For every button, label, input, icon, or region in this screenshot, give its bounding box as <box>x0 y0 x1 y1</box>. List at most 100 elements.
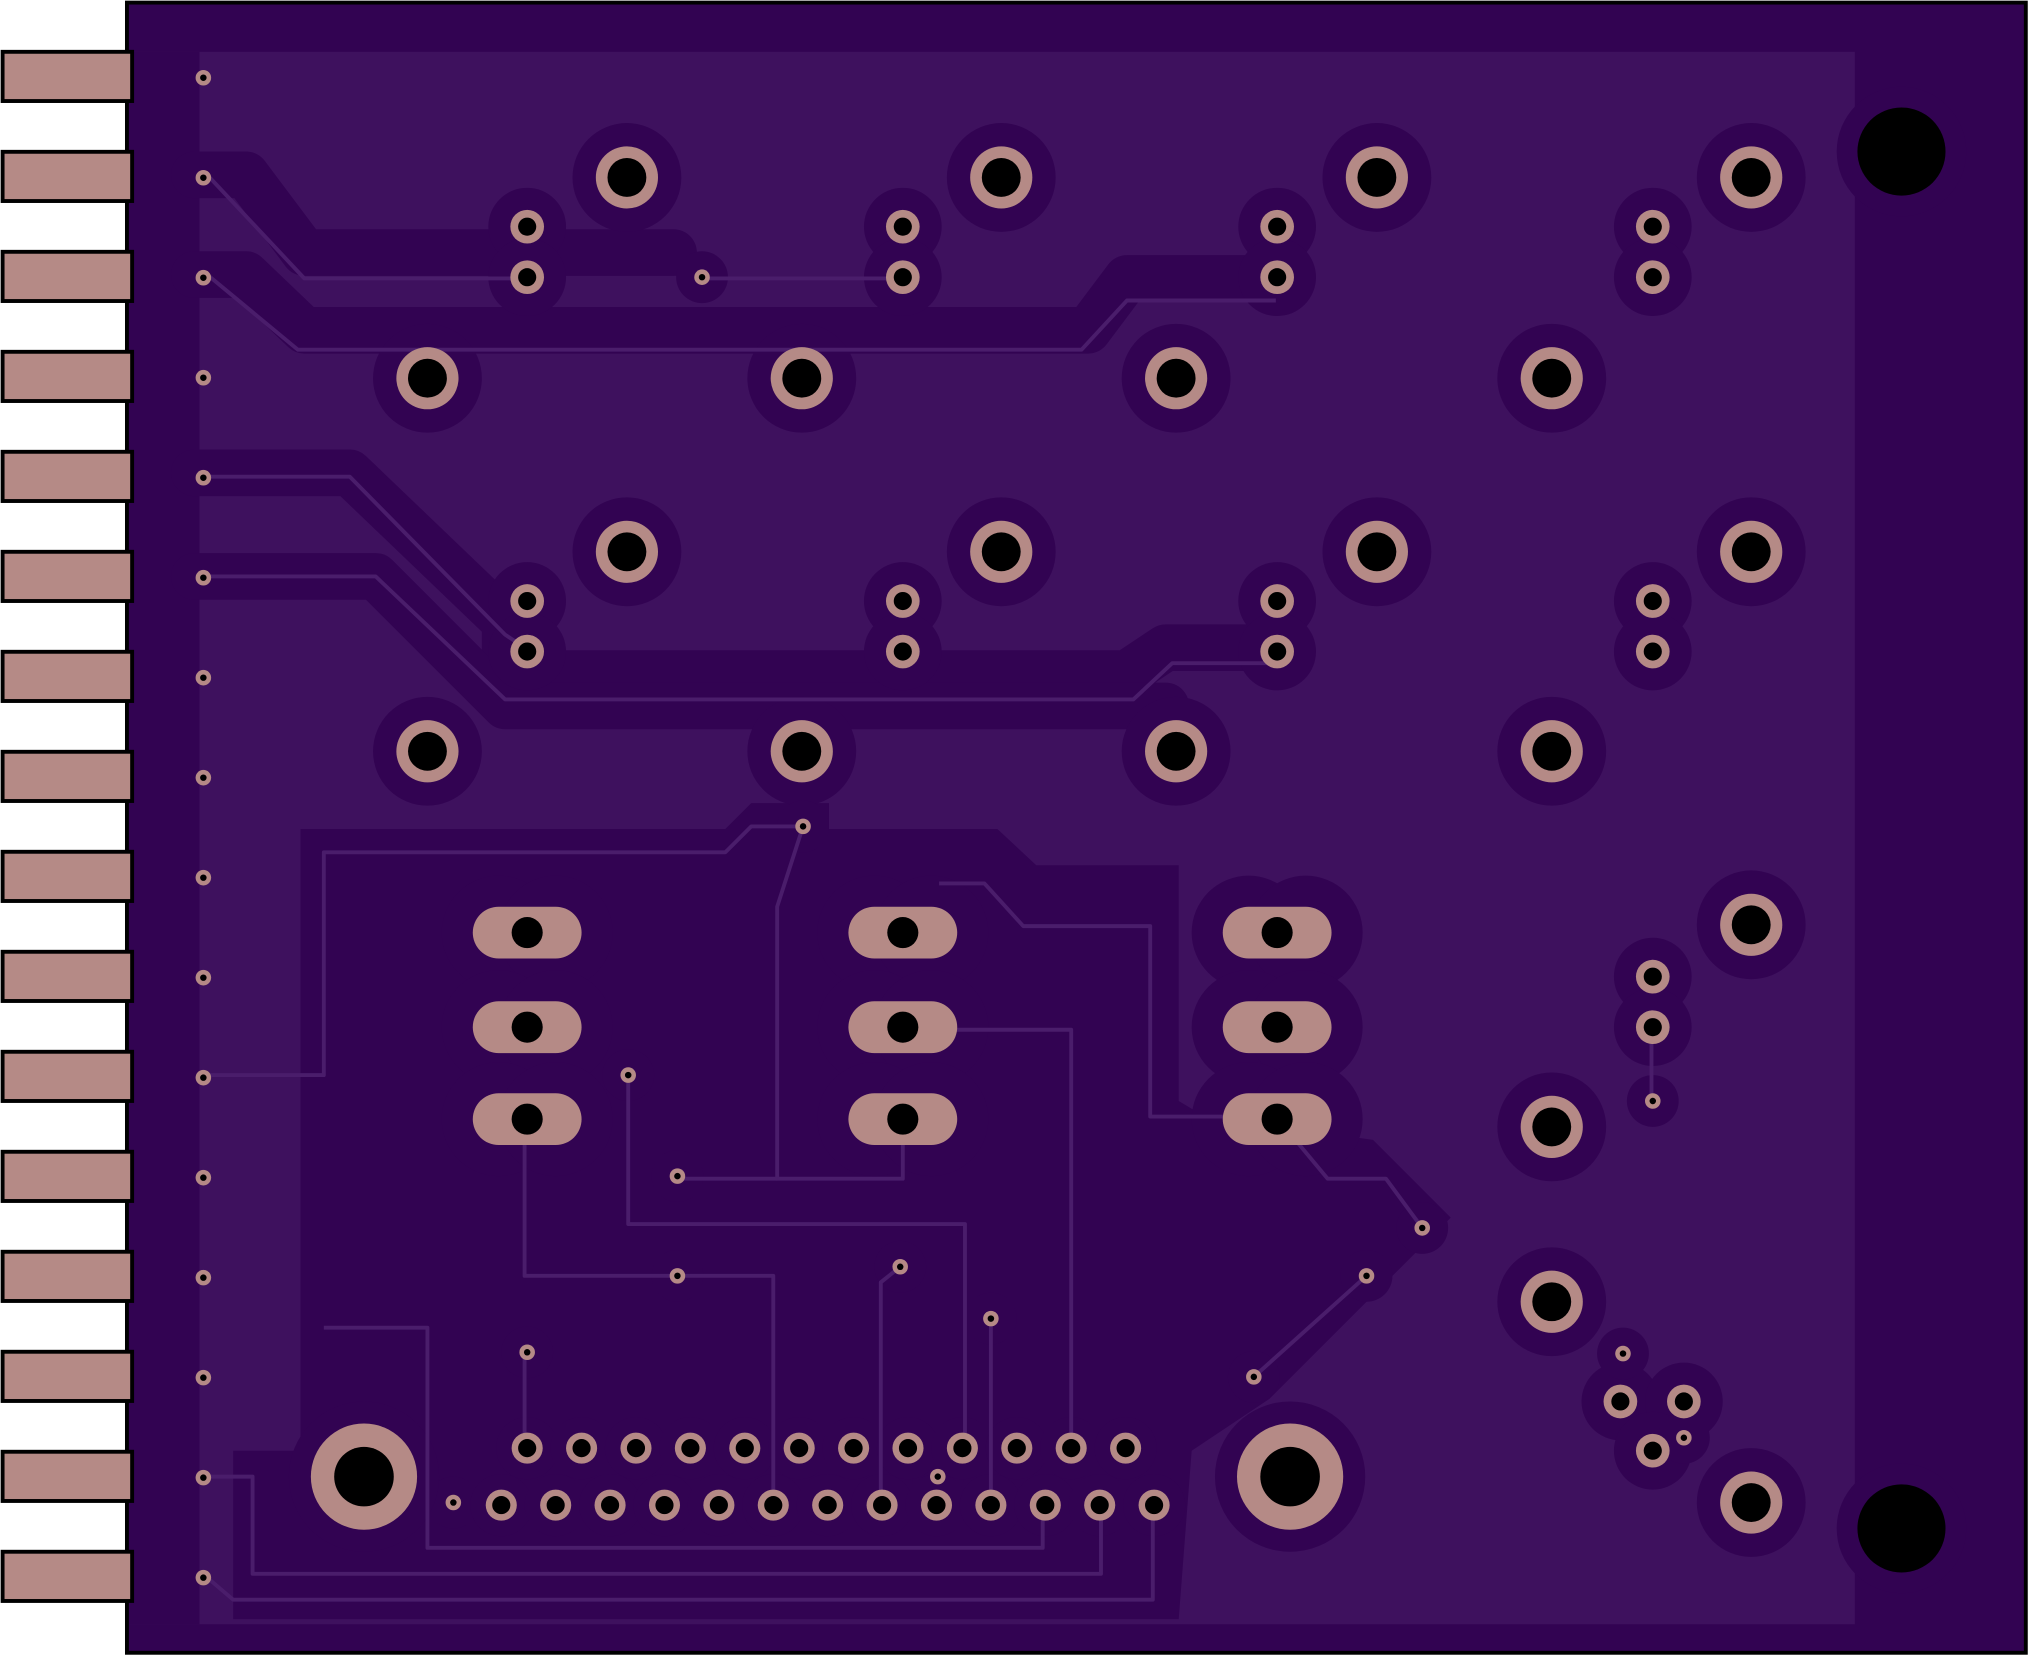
switch-r2c3-pin-2-drill <box>1268 642 1287 661</box>
header-bot-pin-1-drill <box>492 1496 511 1515</box>
switch-r4-pin-1-drill <box>1611 1392 1630 1411</box>
switch-r2c1-pad-b-drill <box>408 731 447 771</box>
trace-15 <box>939 881 1276 1119</box>
header-bot-pin-3-drill <box>601 1496 620 1515</box>
switch-r2c2-pad-b-drill <box>782 731 822 771</box>
trace-21 <box>205 1502 1155 1602</box>
switch-r1c4-pad-a-drill <box>1731 158 1771 197</box>
switch-r2c4-pin-1-drill <box>1643 591 1662 611</box>
edge-finger-3 <box>0 249 135 303</box>
header-bot-pin-8-drill <box>873 1496 892 1515</box>
header-bot-pin-12-drill <box>1090 1496 1109 1515</box>
header-top-pin-4-drill <box>681 1439 700 1458</box>
edge-finger-8 <box>0 749 135 803</box>
switch-r1c4-pin-2-drill <box>1643 268 1662 287</box>
via-5-drill <box>896 1263 904 1271</box>
mount-hole-left-drill <box>334 1446 394 1507</box>
edge-finger-12 <box>0 1149 135 1203</box>
switch-r2c2-pad-a-drill <box>981 532 1021 572</box>
edge-keepout <box>129 51 200 1625</box>
edge-finger-6 <box>0 549 135 603</box>
switch-r2c2-pin-1-drill <box>893 591 912 611</box>
switch-r1c1-pin-2-drill <box>518 268 537 287</box>
header-top-pin-1-drill <box>518 1439 537 1458</box>
via-10-drill <box>1250 1373 1258 1381</box>
header-top-pin-11-drill <box>1062 1439 1081 1458</box>
switch-r1c4-pin-1-drill <box>1643 217 1662 236</box>
switch-r2c4-pad-b-drill <box>1532 731 1572 771</box>
edge-connector <box>0 49 135 1603</box>
trace-1 <box>205 173 525 281</box>
header-bot-pin-7-drill <box>818 1496 837 1515</box>
header-bot-pin-6-drill <box>764 1496 783 1515</box>
pot-1-pin-3-drill <box>511 1103 543 1135</box>
switch-r1c3-pin-2-drill <box>1268 268 1287 287</box>
switch-r2c4-pad-a-drill <box>1731 532 1771 572</box>
switch-r2c1-pin-1-drill <box>518 591 537 611</box>
switch-r1c2-pin-2-drill <box>893 268 912 287</box>
edge-via-drill-6 <box>200 574 207 581</box>
via-r3-drill <box>1649 1097 1657 1105</box>
switch-r1c3-pin-1-drill <box>1268 217 1287 236</box>
pot-1-pin-2-drill <box>511 1011 543 1043</box>
via-2-drill <box>624 1071 632 1079</box>
switch-r3-pin-2-drill <box>1643 1018 1662 1037</box>
edge-via-drill-7 <box>200 674 207 681</box>
edge-via-drill-2 <box>200 174 207 181</box>
edge-finger-11 <box>0 1049 135 1103</box>
header-bot-pin-13-drill <box>1145 1496 1164 1515</box>
switch-r2c2-pin-2-drill <box>893 642 912 661</box>
edge-finger-2 <box>0 149 135 203</box>
switch-r3-pad-a-drill <box>1731 905 1771 945</box>
edge-via-drill-15 <box>200 1474 207 1481</box>
switch-r4-pad-a-drill <box>1532 1282 1572 1322</box>
pot-1-pin-1-drill <box>511 917 543 949</box>
trace-17 <box>1252 1274 1368 1379</box>
pot-2-pin-3-drill <box>887 1103 919 1135</box>
switch-r1c3-pad-a-drill <box>1357 158 1397 197</box>
edge-finger-4 <box>0 349 135 403</box>
edge-via-drill-1 <box>200 74 207 81</box>
edge-via-drill-10 <box>200 974 207 981</box>
mount-hole-right-drill <box>1260 1446 1320 1507</box>
trace-5 <box>207 574 1276 702</box>
pot-3-pin-1-drill <box>1261 917 1293 949</box>
header-top-pin-12-drill <box>1116 1439 1135 1458</box>
via-9-drill <box>1363 1272 1370 1280</box>
switch-r4-pin-2-drill <box>1674 1392 1693 1411</box>
edge-finger-14 <box>0 1349 135 1403</box>
edge-via-drill-8 <box>200 774 207 781</box>
switch-r3-pad-b-drill <box>1532 1107 1572 1147</box>
edge-via-drill-3 <box>200 274 207 281</box>
via-3-drill <box>674 1172 681 1180</box>
header-bot-pin-2-drill <box>546 1496 565 1515</box>
switch-r3-pin-1-drill <box>1643 967 1662 986</box>
bus-clearance-1 <box>170 151 697 276</box>
trace-20 <box>207 1474 1103 1576</box>
edge-finger-16 <box>0 1549 135 1603</box>
edge-finger-1 <box>0 49 135 103</box>
edge-via-drill-16 <box>200 1574 207 1581</box>
switch-r1c1-pad-b-drill <box>408 358 447 398</box>
switch-r1c2-pad-a-drill <box>981 158 1021 197</box>
header-top-pin-9-drill <box>953 1439 972 1458</box>
switch-r2c1-pin-2-drill <box>518 642 537 661</box>
via-12-drill <box>934 1473 942 1480</box>
trace-12 <box>878 1265 902 1503</box>
edge-via-drill-11 <box>200 1074 207 1081</box>
switch-r1c4-pad-b-drill <box>1532 358 1572 398</box>
switch-r1c3-pad-b-drill <box>1156 358 1196 398</box>
trace-19 <box>323 1325 1045 1550</box>
via-8-drill <box>1418 1224 1426 1232</box>
switch-r1c2-pad-b-drill <box>782 358 822 398</box>
header-top-pin-2-drill <box>572 1439 591 1458</box>
via-13-drill <box>450 1499 457 1506</box>
header-top-pin-5-drill <box>735 1439 754 1458</box>
switch-r1c1-pin-1-drill <box>518 217 537 236</box>
switch-r2c3-pad-b-drill <box>1156 731 1196 771</box>
switch-r1c1-pad-a-drill <box>607 158 647 197</box>
header-top-pin-10-drill <box>1007 1439 1026 1458</box>
header-top-pin-6-drill <box>790 1439 809 1458</box>
switch-r2c3-pin-1-drill <box>1268 591 1287 611</box>
